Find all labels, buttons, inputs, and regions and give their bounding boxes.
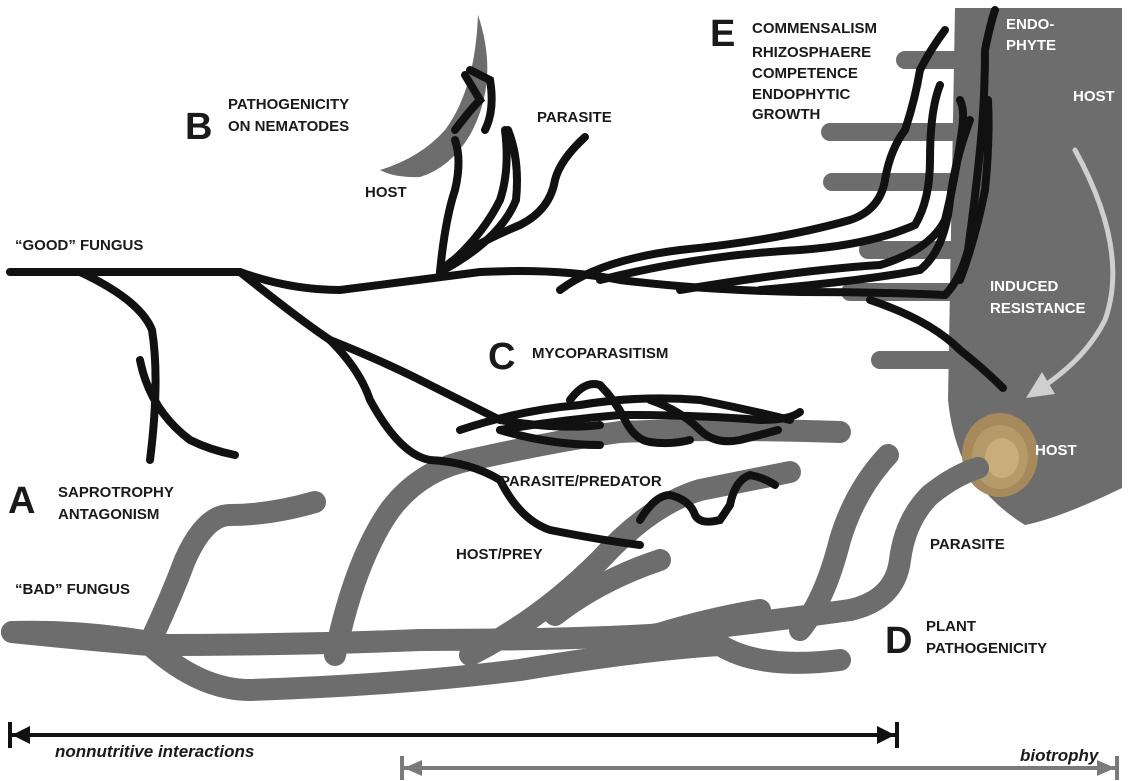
label-parasite-b: PARASITE [537, 109, 612, 127]
label-competence: COMPETENCE [752, 65, 858, 83]
label-nonnutritive: nonnutritive interactions [55, 742, 254, 762]
letter-b: B [185, 108, 212, 146]
label-bad-fungus: “BAD” FUNGUS [15, 581, 130, 599]
label-saprotrophy: SAPROTROPHY [58, 484, 174, 502]
label-host-prey: HOST/PREY [456, 546, 543, 564]
letter-a: A [8, 482, 35, 520]
letter-e: E [710, 15, 735, 53]
label-rhizosphaere: RHIZOSPHAERE [752, 44, 871, 62]
label-parasite-predator: PARASITE/PREDATOR [500, 473, 662, 491]
lesion [962, 413, 1038, 497]
label-biotrophy: biotrophy [1020, 746, 1098, 766]
label-resistance: RESISTANCE [990, 300, 1086, 318]
label-growth: GROWTH [752, 106, 820, 124]
good-fungus-hyphae [10, 10, 1003, 545]
label-mycoparasitism: MYCOPARASITISM [532, 345, 668, 363]
biotrophy-arrow [402, 756, 1117, 780]
label-commensalism: COMMENSALISM [752, 20, 877, 38]
label-host-root: HOST [1073, 88, 1115, 106]
label-pathogenicity-on: PATHOGENICITY [228, 96, 349, 114]
label-plant: PLANT [926, 618, 976, 636]
label-phyte: PHYTE [1006, 37, 1056, 55]
nematode-host [380, 15, 487, 177]
label-on-nematodes: ON NEMATODES [228, 118, 349, 136]
letter-c: C [488, 338, 515, 376]
label-pathogenicity-d: PATHOGENICITY [926, 640, 1047, 658]
label-host-lesion: HOST [1035, 442, 1077, 460]
label-endophytic: ENDOPHYTIC [752, 86, 850, 104]
label-good-fungus: “GOOD” FUNGUS [15, 237, 143, 255]
label-host-b: HOST [365, 184, 407, 202]
label-parasite-d: PARASITE [930, 536, 1005, 554]
label-endo: ENDO- [1006, 16, 1054, 34]
letter-d: D [885, 622, 912, 660]
label-antagonism: ANTAGONISM [58, 506, 159, 524]
label-induced: INDUCED [990, 278, 1058, 296]
